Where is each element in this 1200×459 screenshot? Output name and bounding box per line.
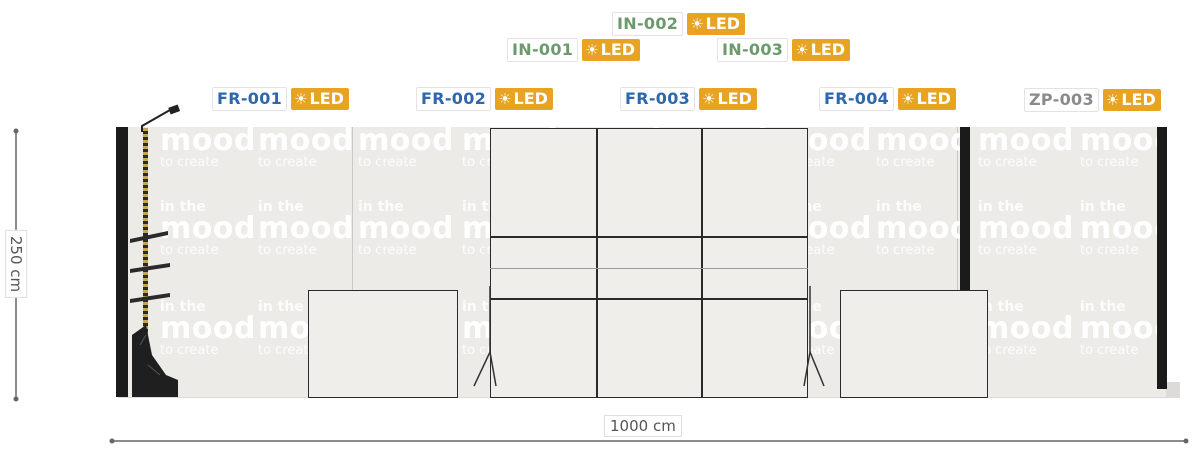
shelf-unit: [130, 231, 178, 397]
led-badge: ☀LED: [699, 88, 757, 110]
led-text: LED: [1121, 90, 1156, 109]
product-code: FR-001: [212, 87, 288, 111]
led-text: LED: [309, 89, 344, 108]
center-rail: [490, 268, 808, 269]
sun-icon: ☀: [294, 90, 308, 108]
right-frame-post-left: [960, 127, 970, 389]
product-code: FR-002: [416, 87, 492, 111]
counter-left: [308, 290, 458, 398]
label-zp-003[interactable]: ZP-003 ☀LED: [1024, 88, 1161, 112]
led-text: LED: [705, 14, 741, 33]
led-text: LED: [717, 89, 752, 108]
width-dimension: 1000 cm: [604, 415, 682, 437]
led-text: LED: [916, 89, 951, 108]
sun-icon: ☀: [901, 90, 915, 108]
label-in-001[interactable]: IN-001 ☀LED: [507, 38, 641, 62]
led-badge: ☀LED: [582, 39, 641, 61]
led-text: LED: [810, 40, 846, 59]
led-badge: ☀LED: [495, 88, 553, 110]
center-rail: [490, 236, 808, 238]
product-code: IN-003: [717, 38, 789, 62]
label-fr-003[interactable]: FR-003 ☀LED: [620, 87, 757, 111]
product-code: IN-001: [507, 38, 579, 62]
wall-seam: [352, 127, 353, 382]
led-text: LED: [600, 40, 636, 59]
sun-icon: ☀: [702, 90, 716, 108]
center-divider: [701, 128, 703, 398]
label-fr-002[interactable]: FR-002 ☀LED: [416, 87, 553, 111]
center-display-wall: [490, 128, 808, 398]
sun-icon: ☀: [1105, 91, 1120, 109]
product-code: FR-004: [819, 87, 895, 111]
sun-icon: ☀: [585, 41, 599, 59]
product-code: FR-003: [620, 87, 696, 111]
led-badge: ☀LED: [898, 88, 956, 110]
label-in-002[interactable]: IN-002 ☀LED: [612, 12, 746, 36]
tripod-stand: [473, 286, 497, 387]
product-code: IN-002: [612, 12, 684, 36]
label-in-003[interactable]: IN-003 ☀LED: [717, 38, 851, 62]
spotlight-icon: [141, 104, 181, 132]
led-badge: ☀LED: [792, 39, 851, 61]
center-divider: [596, 128, 598, 398]
led-strip: [143, 128, 148, 388]
led-badge: ☀LED: [687, 13, 746, 35]
right-frame-post-right: [1157, 127, 1167, 389]
label-fr-001[interactable]: FR-001 ☀LED: [212, 87, 349, 111]
led-badge: ☀LED: [291, 88, 349, 110]
label-fr-004[interactable]: FR-004 ☀LED: [819, 87, 956, 111]
led-text: LED: [513, 89, 548, 108]
product-code: ZP-003: [1024, 88, 1099, 112]
left-frame-post: [116, 127, 128, 397]
sun-icon: ☀: [498, 90, 512, 108]
led-badge: ☀LED: [1102, 89, 1161, 111]
sun-icon: ☀: [690, 15, 704, 33]
sun-icon: ☀: [795, 41, 809, 59]
center-rail: [490, 298, 808, 300]
counter-right: [840, 290, 988, 398]
wall-seam: [957, 127, 958, 382]
height-dimension: 250 cm: [5, 229, 28, 299]
tripod-stand: [803, 286, 825, 387]
